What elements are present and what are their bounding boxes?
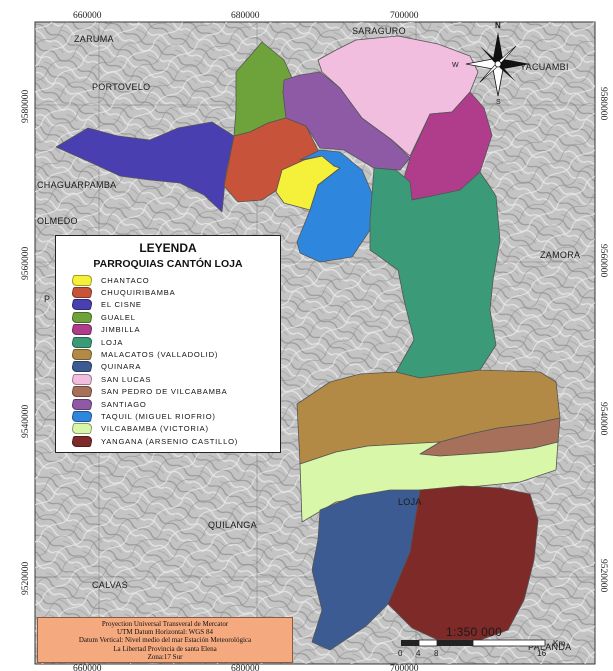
legend-swatch xyxy=(70,361,94,373)
parish-el-cisne xyxy=(55,121,235,213)
grid-label-x-top-1: 660000 xyxy=(73,11,102,21)
scale-tick-0: 0 xyxy=(398,649,403,658)
parish-santiago xyxy=(282,71,411,171)
grid-label-y-left-3: 9540000 xyxy=(21,405,31,439)
legend-title: LEYENDA xyxy=(139,241,197,255)
legend-label: JIMBILLA xyxy=(101,325,141,335)
legend-item: CHUQUIRIBAMBA xyxy=(70,286,280,299)
legend-item: GUALEL xyxy=(70,311,280,323)
place-label-palanda: PALANDA xyxy=(528,642,571,652)
legend-label: LOJA xyxy=(101,337,124,347)
legend-swatch xyxy=(70,311,94,323)
grid-label-y-right-3: 9540000 xyxy=(598,402,608,436)
legend-item: LOJA xyxy=(70,336,280,348)
place-label-portovelo: PORTOVELO xyxy=(92,82,150,92)
legend-label: EL CISNE xyxy=(101,300,142,310)
compass-label-n: N xyxy=(495,21,501,30)
legend-swatch xyxy=(70,435,94,447)
legend-swatch xyxy=(70,423,94,435)
legend-label: CHUQUIRIBAMBA xyxy=(101,288,176,298)
legend-label: MALACATOS (VALLADOLID) xyxy=(101,350,219,360)
legend-label: QUINARA xyxy=(101,362,142,372)
legend-swatch xyxy=(70,349,94,361)
projection-info-box: Proyection Universal Transveral de Merca… xyxy=(37,617,293,663)
legend-item: QUINARA xyxy=(70,361,280,373)
compass-label-s: S xyxy=(496,99,501,106)
place-label-p: P xyxy=(44,294,50,304)
scale-ratio: 1:350 000 xyxy=(446,625,502,639)
projection-line-4: La Libertad Provincia de santa Elena xyxy=(113,644,217,653)
legend-swatch xyxy=(70,336,94,348)
legend-swatch xyxy=(70,398,94,410)
place-label-zaruma: ZARUMA xyxy=(74,34,114,44)
legend-list: CHANTACO CHUQUIRIBAMBA EL CISNE GUALEL J… xyxy=(70,274,280,447)
legend-item: SANTIAGO xyxy=(70,398,280,410)
legend-item: YANGANA (ARSENIO CASTILLO) xyxy=(70,435,280,447)
parish-layer xyxy=(55,35,561,651)
grid-label-y-left-4: 9520000 xyxy=(21,562,31,596)
place-label-yacuambi: YACUAMBI xyxy=(520,62,569,72)
scale-unit: Km xyxy=(553,639,566,648)
place-label-olmedo: OLMEDO xyxy=(37,216,78,226)
compass-label-w: W xyxy=(452,62,459,69)
place-label-calvas: CALVAS xyxy=(92,580,128,590)
projection-line-2: UTM Datum Horizontal: WGS 84 xyxy=(117,628,213,637)
grid-label-y-left-2: 9560000 xyxy=(21,247,31,281)
place-label-loja: LOJA xyxy=(398,497,422,507)
legend-item: EL CISNE xyxy=(70,299,280,311)
legend-label: YANGANA (ARSENIO CASTILLO) xyxy=(101,436,239,446)
legend-item: VILCABAMBA (VICTORIA) xyxy=(70,423,280,435)
parish-loja xyxy=(369,167,501,379)
legend-swatch xyxy=(70,299,94,311)
parish-taquil xyxy=(296,149,375,263)
legend-label: SAN PEDRO DE VILCABAMBA xyxy=(101,387,228,397)
legend-swatch xyxy=(70,274,94,286)
grid-label-y-right-2: 9560000 xyxy=(598,244,608,278)
legend-item: SAN PEDRO DE VILCABAMBA xyxy=(70,386,280,398)
place-label-saraguro: SARAGURO xyxy=(352,26,406,36)
legend-swatch xyxy=(70,287,94,299)
legend-swatch xyxy=(70,386,94,398)
place-label-zamora: ZAMORA xyxy=(540,250,580,260)
grid-label-x-top-2: 680000 xyxy=(231,11,260,21)
legend-item: TAQUIL (MIGUEL RIOFRIO) xyxy=(70,410,280,422)
legend: LEYENDA PARROQUIAS CANTÓN LOJA CHANTACO … xyxy=(55,235,281,453)
legend-subtitle: PARROQUIAS CANTÓN LOJA xyxy=(93,258,243,270)
legend-label: TAQUIL (MIGUEL RIOFRIO) xyxy=(101,411,216,421)
legend-swatch xyxy=(70,410,94,422)
legend-item: MALACATOS (VALLADOLID) xyxy=(70,348,280,361)
legend-label: CHANTACO xyxy=(101,275,150,285)
scale-tick-8: 8 xyxy=(434,649,439,658)
legend-item: JIMBILLA xyxy=(70,324,280,336)
grid-label-x-bottom-2: 680000 xyxy=(231,664,260,671)
legend-swatch xyxy=(70,373,94,385)
legend-item: SAN LUCAS xyxy=(70,373,280,385)
legend-label: SAN LUCAS xyxy=(101,374,152,384)
scale-bar xyxy=(401,639,546,647)
scale-tick-4: 4 xyxy=(416,649,421,658)
legend-label: SANTIAGO xyxy=(101,399,147,409)
place-label-quilanga: QUILANGA xyxy=(208,520,257,530)
grid-label-y-left-1: 9580000 xyxy=(21,90,31,124)
projection-line-3: Datum Vertical: Nivel medio del mar Esta… xyxy=(78,636,252,645)
legend-label: VILCABAMBA (VICTORIA) xyxy=(101,424,209,434)
grid-label-x-bottom-3: 700000 xyxy=(390,664,419,671)
projection-line-5: Zona:17 Sur xyxy=(147,652,183,661)
grid-label-x-bottom-1: 660000 xyxy=(73,664,102,671)
north-arrow-icon xyxy=(465,32,530,97)
grid-label-x-top-3: 700000 xyxy=(390,11,419,21)
scale-tick-16: 16 xyxy=(537,649,547,658)
place-label-chaguarpamba: CHAGUARPAMBA xyxy=(37,180,116,190)
parish-quinara xyxy=(311,489,421,651)
grid-label-y-right-1: 9580000 xyxy=(598,87,608,121)
parish-yangana xyxy=(387,485,539,641)
legend-item: CHANTACO xyxy=(70,274,280,286)
projection-line-1: Proyection Universal Transveral de Merca… xyxy=(101,620,229,628)
legend-label: GUALEL xyxy=(101,312,136,322)
legend-swatch xyxy=(70,324,94,336)
grid-label-y-right-4: 9520000 xyxy=(598,559,608,593)
